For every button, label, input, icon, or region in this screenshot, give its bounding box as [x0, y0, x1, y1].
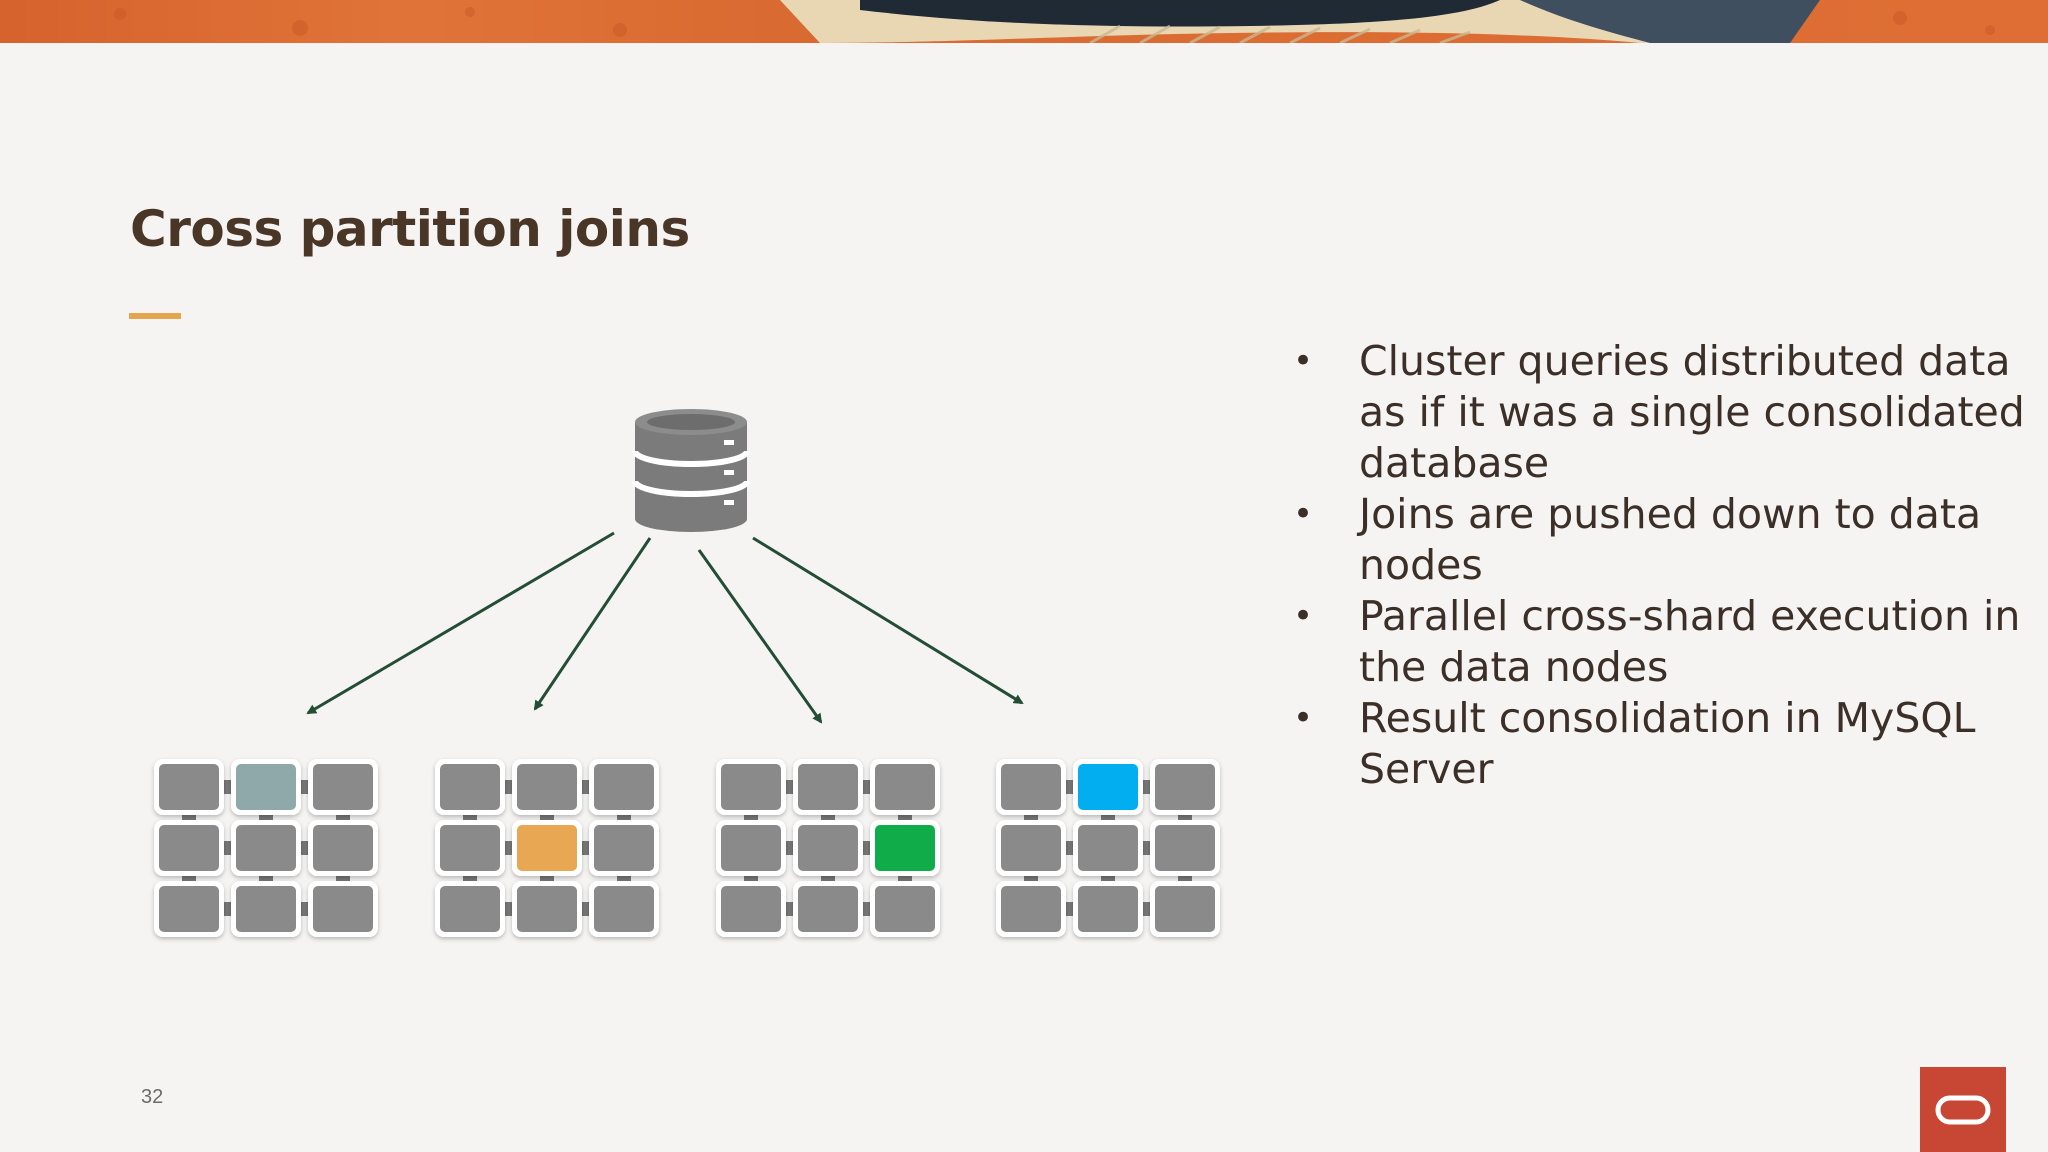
- partition-cell: [875, 764, 935, 810]
- page-number: 32: [141, 1086, 164, 1108]
- partition-cell: [594, 825, 654, 871]
- data-node-2: [435, 759, 659, 937]
- oracle-logo-icon: [1935, 1095, 1991, 1125]
- header-banner: [0, 0, 2048, 43]
- bullet-item: •Cluster queries distributed data as if …: [1293, 337, 2025, 487]
- partition-cell: [313, 886, 373, 932]
- partition-cell: [159, 764, 219, 810]
- distribution-arrows: [306, 531, 1024, 724]
- highlighted-partition-cell: [517, 825, 577, 871]
- title-accent-rule: [129, 313, 181, 319]
- data-node-1: [154, 759, 378, 937]
- slide-title: Cross partition joins: [130, 200, 690, 258]
- partition-cell: [1001, 886, 1061, 932]
- bullet-list: •Cluster queries distributed data as if …: [1293, 336, 2033, 795]
- database-icon: [632, 409, 750, 532]
- partition-cell: [798, 764, 858, 810]
- partition-cell: [236, 825, 296, 871]
- bullet-text: Result consolidation in MySQL Server: [1359, 694, 1976, 793]
- arrow-to-node-3: [697, 549, 823, 724]
- partition-cell: [594, 886, 654, 932]
- highlighted-partition-cell: [1078, 764, 1138, 810]
- partition-cell: [1078, 825, 1138, 871]
- data-nodes: [154, 759, 1220, 937]
- highlighted-partition-cell: [875, 825, 935, 871]
- bullet-text: Cluster queries distributed data as if i…: [1359, 337, 2025, 487]
- partition-cell: [440, 764, 500, 810]
- highlighted-partition-cell: [236, 764, 296, 810]
- partition-cell: [721, 825, 781, 871]
- partition-cell: [159, 825, 219, 871]
- partition-cell: [798, 886, 858, 932]
- data-node-3: [716, 759, 940, 937]
- partition-cell: [1155, 825, 1215, 871]
- partition-cell: [721, 886, 781, 932]
- bullet-text: Parallel cross-shard execution in the da…: [1359, 592, 2021, 691]
- oracle-logo: [1920, 1067, 2006, 1152]
- bullet-item: •Joins are pushed down to data nodes: [1293, 490, 1982, 589]
- bullet-text: Joins are pushed down to data nodes: [1359, 490, 1982, 589]
- partition-cell: [1155, 886, 1215, 932]
- partition-cell: [236, 886, 296, 932]
- partition-cell: [594, 764, 654, 810]
- partition-cell: [517, 764, 577, 810]
- arrow-to-node-4: [752, 536, 1024, 705]
- partition-cell: [440, 886, 500, 932]
- bullet-item: •Result consolidation in MySQL Server: [1293, 694, 1976, 793]
- bullet-item: •Parallel cross-shard execution in the d…: [1293, 592, 2021, 691]
- partition-cell: [875, 886, 935, 932]
- partition-cell: [1155, 764, 1215, 810]
- partition-cell: [1001, 825, 1061, 871]
- partition-cell: [721, 764, 781, 810]
- partition-cell: [517, 886, 577, 932]
- partition-cell: [798, 825, 858, 871]
- data-node-4: [996, 759, 1220, 937]
- partition-cell: [159, 886, 219, 932]
- partition-cell: [313, 764, 373, 810]
- partition-cell: [440, 825, 500, 871]
- arrow-to-node-1: [306, 531, 615, 715]
- arrow-to-node-2: [533, 537, 652, 711]
- partition-cell: [313, 825, 373, 871]
- partition-cell: [1001, 764, 1061, 810]
- partition-cell: [1078, 886, 1138, 932]
